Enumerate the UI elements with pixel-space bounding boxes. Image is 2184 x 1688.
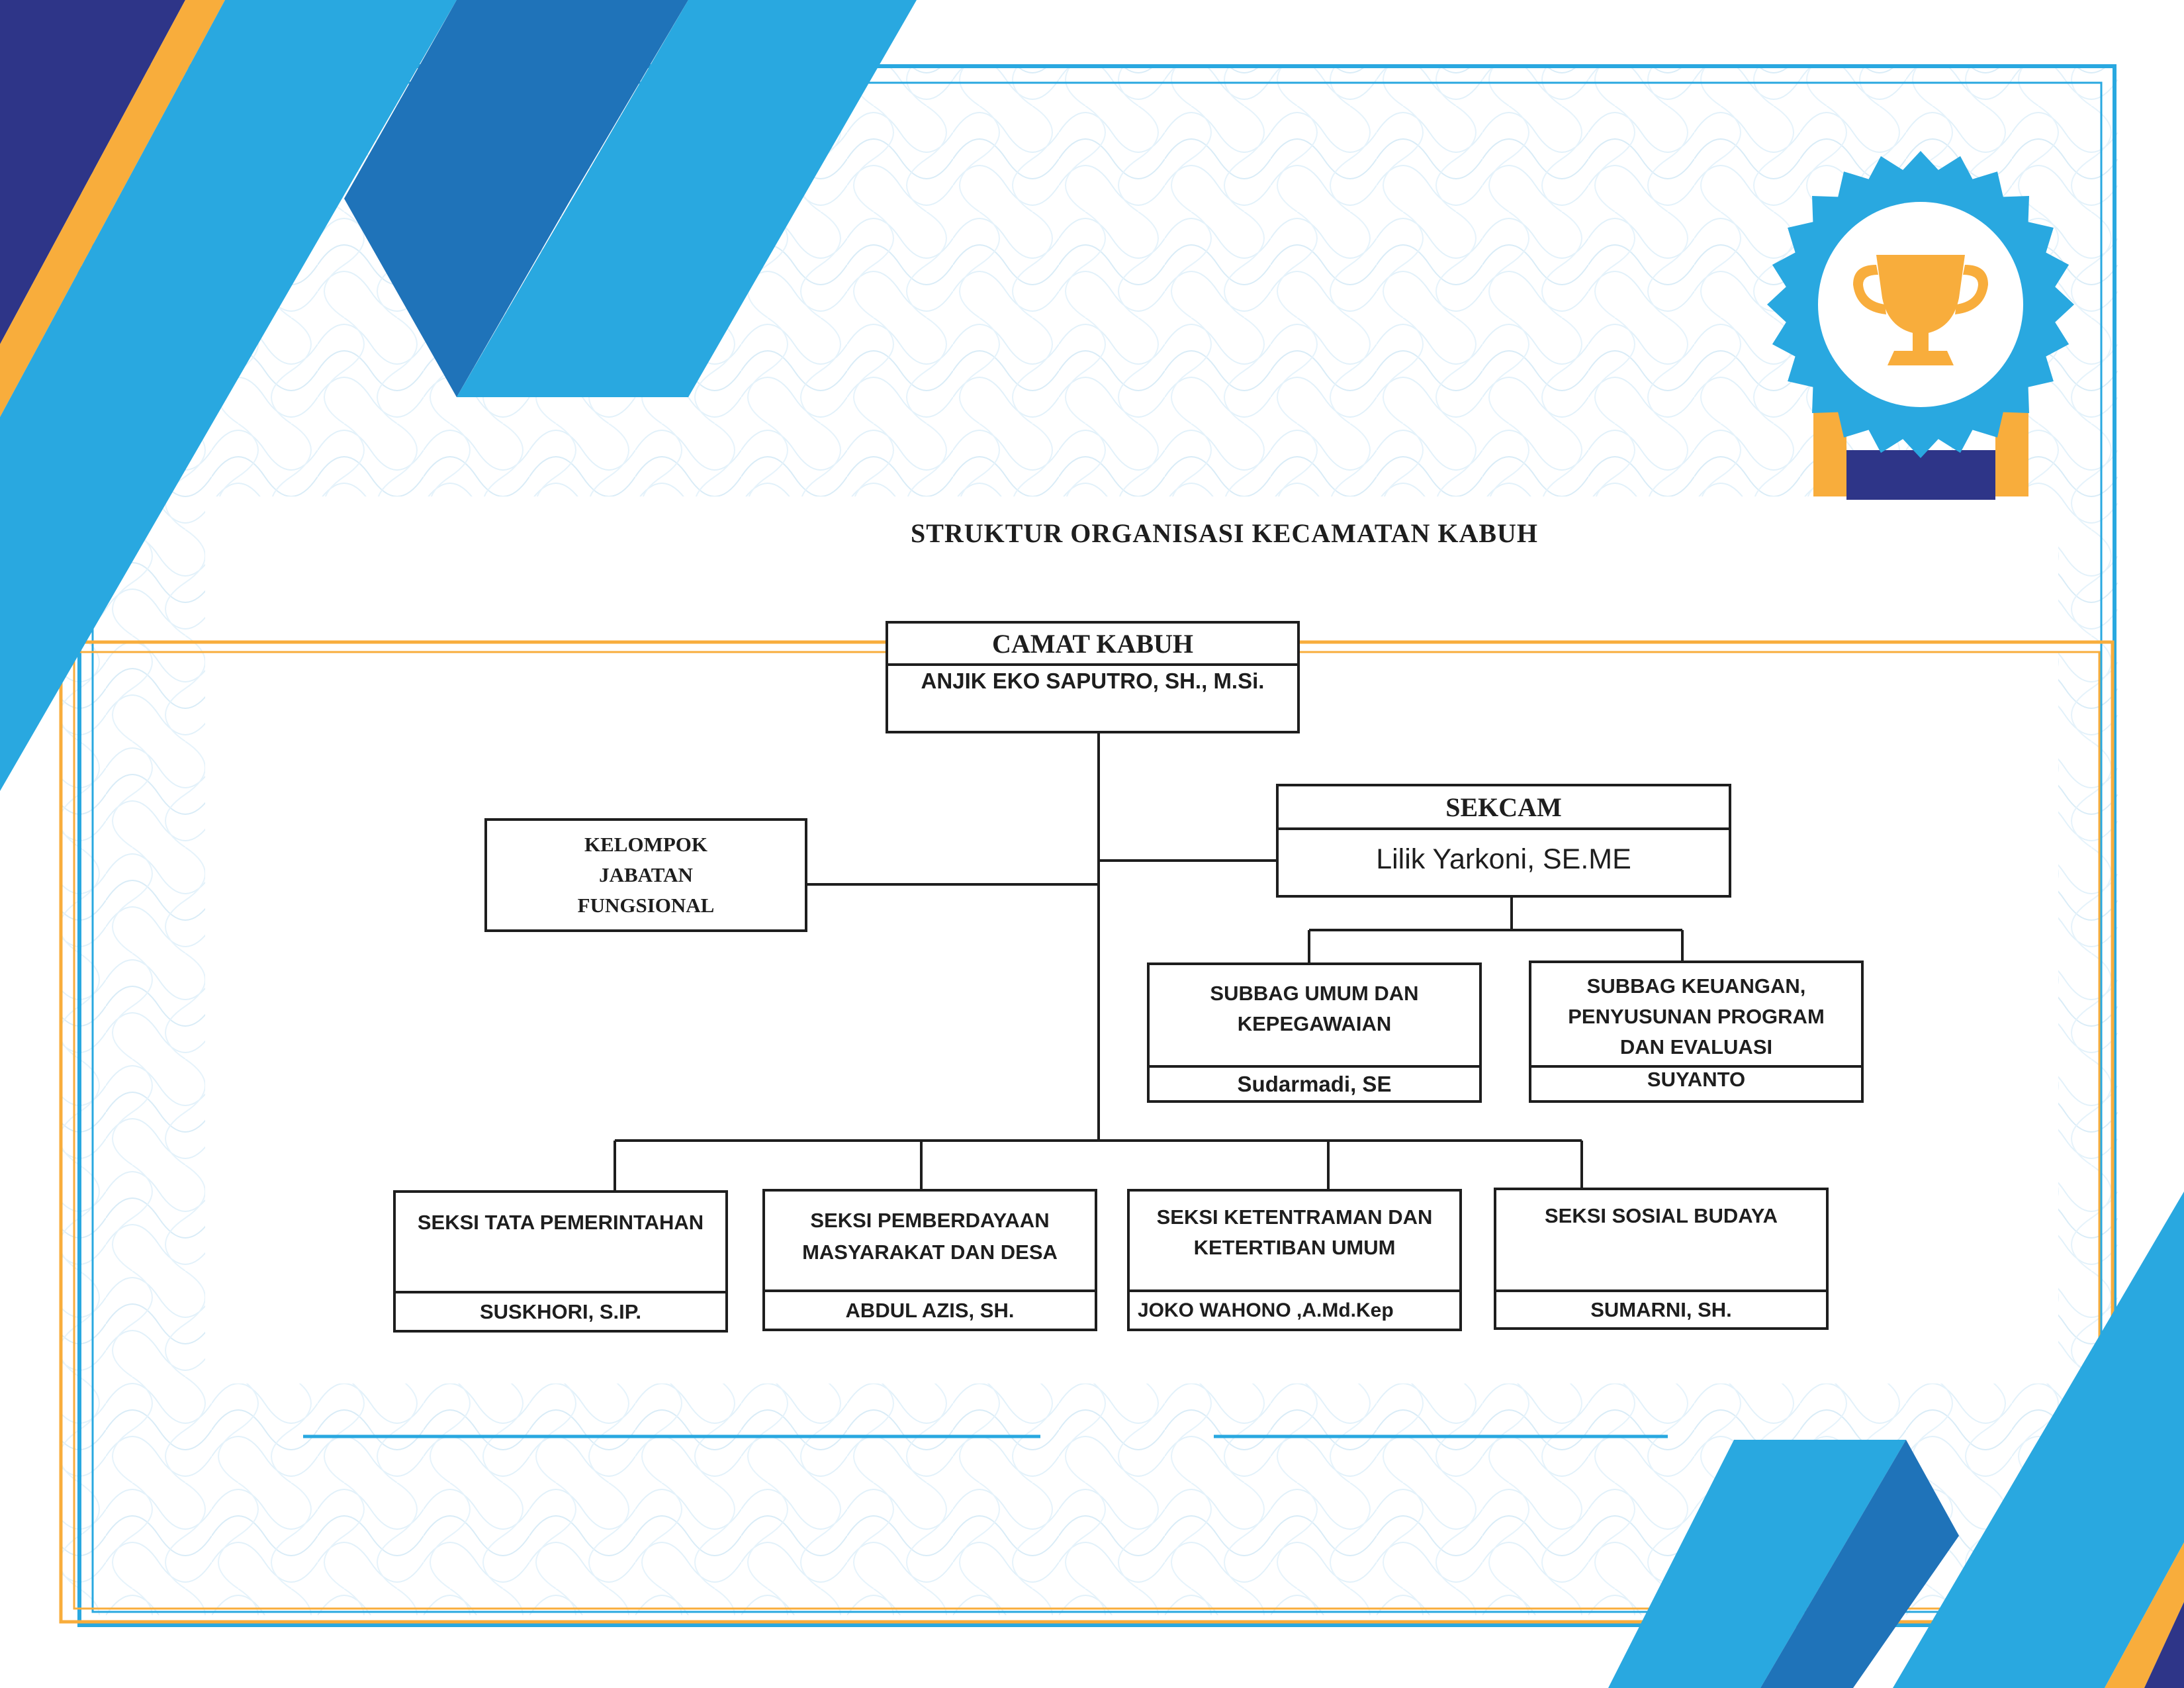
corner-light-blue-chevron — [457, 0, 917, 397]
outer-frame-blue — [77, 64, 2116, 1627]
node-seksi-ketentraman-title: SEKSI KETENTRAMAN DAN KETERTIBAN UMUM — [1130, 1192, 1459, 1292]
node-seksi-pemerintahan: SEKSI TATA PEMERINTAHAN SUSKHORI, S.IP. — [393, 1190, 728, 1333]
node-camat-name: ANJIK EKO SAPUTRO, SH., M.Si. — [921, 669, 1265, 693]
node-kelompok-jabatan: KELOMPOK JABATAN FUNGSIONAL — [484, 818, 807, 932]
node-seksi-pemberdayaan-line-1: SEKSI PEMBERDAYAAN — [810, 1209, 1050, 1232]
node-seksi-ketentraman-line-1: SEKSI KETENTRAMAN DAN — [1156, 1205, 1433, 1229]
node-seksi-pemerintahan-name: SUSKHORI, S.IP. — [479, 1299, 642, 1323]
node-subbag-umum-line-1: SUBBAG UMUM DAN — [1210, 982, 1419, 1005]
chart-title: STRUKTUR ORGANISASI KECAMATAN KABUH — [910, 518, 1539, 548]
node-camat: CAMAT KABUH ANJIK EKO SAPUTRO, SH., M.Si… — [886, 621, 1300, 733]
node-seksi-pemberdayaan-name: ABDUL AZIS, SH. — [845, 1298, 1015, 1322]
badge-ribbon-center — [1846, 450, 1995, 500]
node-sekcam-name: Lilik Yarkoni, SE.ME — [1376, 843, 1631, 875]
badge-ribbon-left — [1813, 410, 1846, 496]
node-camat-position: CAMAT KABUH — [888, 624, 1297, 666]
node-seksi-sosial-line-1: SEKSI SOSIAL BUDAYA — [1544, 1204, 1778, 1227]
node-subbag-umum-title: SUBBAG UMUM DAN KEPEGAWAIAN — [1150, 965, 1479, 1068]
node-subbag-keuangan-title: SUBBAG KEUANGAN, PENYUSUNAN PROGRAM DAN … — [1531, 963, 1861, 1068]
node-subbag-keuangan-name: SUYANTO — [1647, 1068, 1746, 1091]
node-seksi-pemberdayaan-line-2: MASYARAKAT DAN DESA — [802, 1241, 1058, 1264]
node-subbag-umum: SUBBAG UMUM DAN KEPEGAWAIAN Sudarmadi, S… — [1147, 962, 1482, 1103]
node-sekcam: SEKCAM Lilik Yarkoni, SE.ME — [1276, 784, 1731, 898]
node-seksi-ketentraman: SEKSI KETENTRAMAN DAN KETERTIBAN UMUM JO… — [1127, 1189, 1462, 1331]
node-subbag-umum-name: Sudarmadi, SE — [1237, 1071, 1392, 1096]
node-sekcam-position: SEKCAM — [1279, 786, 1729, 830]
node-seksi-pemerintahan-line-1: SEKSI TATA PEMERINTAHAN — [417, 1211, 704, 1234]
node-seksi-pemberdayaan: SEKSI PEMBERDAYAAN MASYARAKAT DAN DESA A… — [762, 1189, 1097, 1331]
node-subbag-keuangan: SUBBAG KEUANGAN, PENYUSUNAN PROGRAM DAN … — [1529, 961, 1864, 1103]
node-subbag-keuangan-line-2: PENYUSUNAN PROGRAM — [1568, 1005, 1825, 1028]
node-seksi-ketentraman-line-2: KETERTIBAN UMUM — [1193, 1236, 1396, 1259]
award-badge — [1767, 151, 2074, 500]
node-seksi-sosial: SEKSI SOSIAL BUDAYA SUMARNI, SH. — [1494, 1188, 1829, 1330]
corner-dark-blue-chevron-bottom — [1760, 1440, 1959, 1688]
node-kelompok-line-1: KELOMPOK — [584, 833, 707, 856]
node-kelompok-line-2: JABATAN — [599, 863, 693, 886]
badge-ribbon-right — [1995, 410, 2028, 496]
node-subbag-keuangan-line-3: DAN EVALUASI — [1619, 1035, 1773, 1058]
node-seksi-pemberdayaan-title: SEKSI PEMBERDAYAAN MASYARAKAT DAN DESA — [765, 1192, 1095, 1292]
node-kelompok-label: KELOMPOK JABATAN FUNGSIONAL — [487, 821, 805, 929]
node-seksi-ketentraman-name: JOKO WAHONO ,A.Md.Kep — [1138, 1299, 1394, 1321]
corner-navy-bottom-right — [2144, 1602, 2184, 1688]
corner-dark-blue-chevron — [344, 0, 688, 397]
node-seksi-sosial-title: SEKSI SOSIAL BUDAYA — [1496, 1190, 1826, 1292]
node-kelompok-line-3: FUNGSIONAL — [577, 894, 715, 917]
connector-lines — [614, 733, 1684, 1192]
trophy-icon — [1853, 255, 1988, 365]
corner-light-blue-chevron-bottom — [1608, 1440, 1906, 1688]
corner-orange-stripe-bottom — [2105, 1542, 2184, 1688]
corner-light-blue-band-bottom — [1893, 1192, 2184, 1688]
node-subbag-umum-line-2: KEPEGAWAIAN — [1237, 1012, 1392, 1035]
node-seksi-pemerintahan-title: SEKSI TATA PEMERINTAHAN — [396, 1193, 725, 1293]
node-subbag-keuangan-line-1: SUBBAG KEUANGAN, — [1586, 974, 1806, 998]
inner-frame-blue — [91, 81, 2103, 1613]
node-seksi-sosial-name: SUMARNI, SH. — [1590, 1297, 1732, 1321]
corner-light-blue-band — [0, 0, 457, 791]
